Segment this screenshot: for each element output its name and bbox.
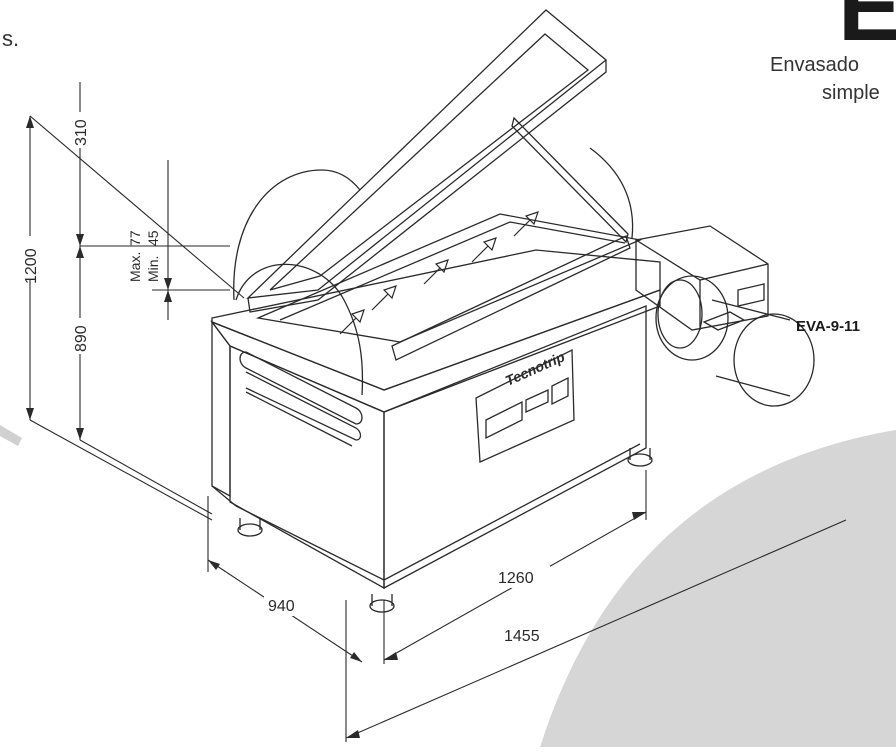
sealing-bar-back (511, 116, 629, 244)
lid-edge (247, 60, 607, 313)
side-rollers (239, 351, 363, 447)
dim-max-value: 77 (127, 230, 143, 246)
left-face (229, 345, 385, 590)
feet (237, 448, 653, 613)
model-label: EVA-9-11 (796, 318, 860, 335)
vacuum-pump (635, 225, 815, 407)
chamber-tray (255, 213, 643, 343)
dim-max-label: Max. (127, 252, 143, 282)
brochure-subtitle-line1: Envasado (770, 54, 859, 76)
dim-total-height: 1200 (23, 248, 40, 284)
gray-background-shape (540, 430, 896, 747)
dim-width-inner: 1260 (498, 570, 534, 587)
control-panel (475, 348, 575, 463)
label-masks (22, 112, 556, 646)
dim-width-total: 1455 (504, 628, 540, 645)
lid-outer (246, 9, 608, 299)
base-strip-lower (211, 485, 237, 507)
brochure-subtitle-line2: simple (822, 82, 880, 104)
lid-inner (269, 33, 590, 291)
arrow-icon (471, 237, 497, 263)
stray-gray-mark (0, 425, 22, 446)
sealing-bar (391, 235, 631, 361)
brochure-big-letter: E (838, 0, 896, 61)
chamber-inner-edge (279, 221, 626, 321)
machine-outline (210, 9, 815, 613)
cut-off-text: s. (2, 26, 20, 51)
arrow-icon (423, 259, 449, 285)
dim-body-height: 890 (73, 325, 90, 352)
flow-arrows (339, 211, 539, 335)
dim-depth: 940 (268, 598, 295, 615)
front-face (383, 305, 647, 590)
dim-lid-height: 310 (73, 119, 90, 146)
arrow-icon (371, 285, 397, 311)
arrow-icon (339, 309, 365, 335)
dimension-arrowheads (26, 116, 646, 738)
left-side-panel (211, 320, 231, 498)
arrow-icon (513, 211, 539, 237)
dim-min-value: 45 (145, 230, 161, 246)
dim-min-label: Min. (145, 256, 161, 282)
lid-dome-left (233, 169, 361, 301)
base-strip (235, 443, 641, 581)
lid-dome-right (589, 147, 634, 239)
